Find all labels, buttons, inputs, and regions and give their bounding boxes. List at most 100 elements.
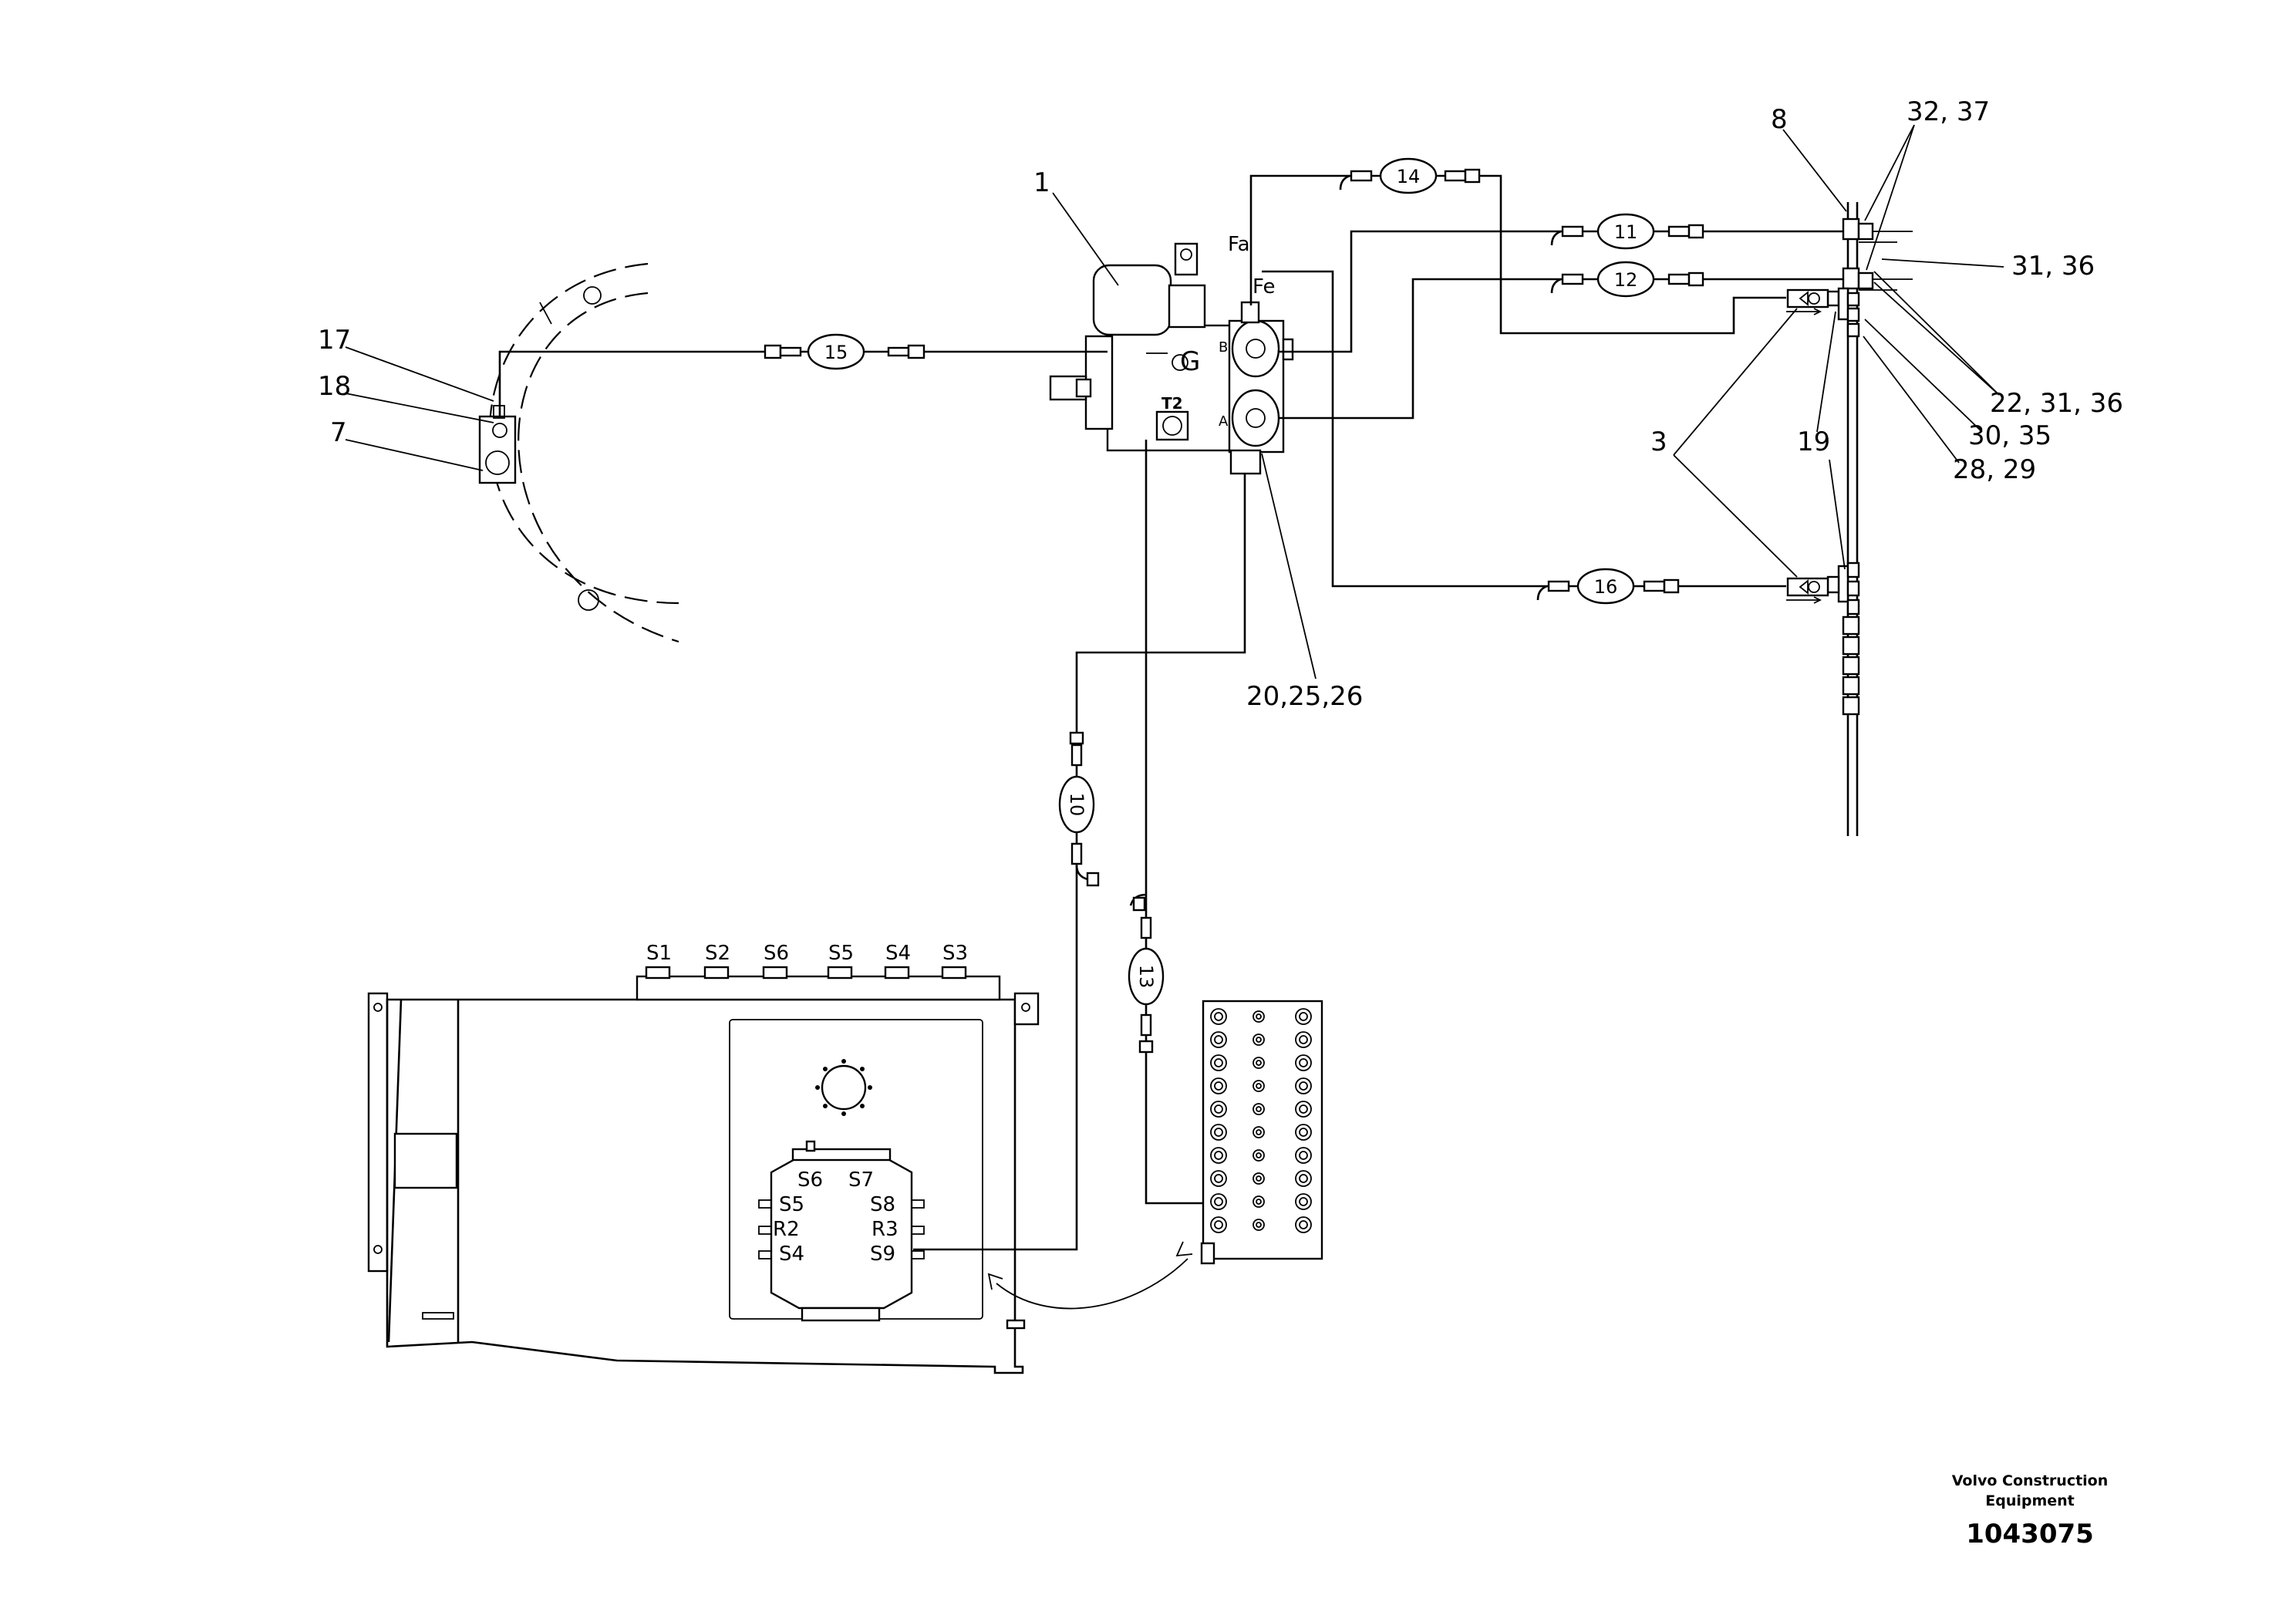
port-block-fitting <box>1210 1147 1227 1164</box>
port-block-fitting <box>1210 1216 1227 1233</box>
port-block-fitting-core <box>1256 1013 1262 1020</box>
hose-fittings <box>764 168 1704 1054</box>
port-block-fitting-core <box>1256 1222 1262 1228</box>
callout-7: 7 <box>330 417 347 448</box>
port-fa-label: Fa <box>1228 233 1250 256</box>
detail-arrow <box>987 1241 1193 1310</box>
port-block-fitting <box>1210 1054 1227 1071</box>
manifold-port-labels: S6 S7 S5 S8 R2 R3 S4 S9 <box>773 1168 899 1266</box>
port-block-fitting <box>1253 1103 1265 1115</box>
tank-top-ports <box>645 966 967 980</box>
port-block-fitting <box>1295 1124 1312 1141</box>
port-block-fitting-core <box>1299 1128 1308 1137</box>
port-block-fitting-core <box>1299 1035 1308 1044</box>
hose-15: 15 <box>807 333 865 370</box>
port-block-fitting <box>1210 1031 1227 1048</box>
port-block-fitting-core <box>1214 1035 1223 1044</box>
port-block-fitting-core <box>1214 1197 1223 1206</box>
tank-port-s2: S2 <box>705 942 730 965</box>
tank-port-s4: S4 <box>885 942 911 965</box>
manifold-port-s6: S6 <box>797 1168 823 1192</box>
port-block-fitting <box>1295 1170 1312 1187</box>
port-block-fitting-core <box>1214 1012 1223 1021</box>
port-g-label: G <box>1180 346 1200 377</box>
footer-company-line2: Equipment <box>1985 1492 2075 1509</box>
callout-1: 1 <box>1033 167 1050 198</box>
callout-17: 17 <box>318 325 351 356</box>
control-valve-1 <box>1049 242 1294 475</box>
callout-20-25-26: 20,25,26 <box>1246 681 1363 712</box>
callouts: 1 17 18 7 20,25,26 8 32, 37 31, 36 22, 3… <box>318 96 2123 712</box>
manifold-port-r3: R3 <box>872 1218 899 1241</box>
tank-port-s6: S6 <box>764 942 789 965</box>
port-block <box>1200 1000 1323 1265</box>
port-block-fitting <box>1210 1101 1227 1118</box>
port-block-fitting <box>1253 1172 1265 1185</box>
manifold-port-s5: S5 <box>779 1193 804 1216</box>
port-a-label: A <box>1219 413 1229 430</box>
port-block-fitting-core <box>1299 1220 1308 1229</box>
callout-18: 18 <box>318 371 351 402</box>
port-block-fitting-core <box>1256 1037 1262 1043</box>
port-t2-label: T2 <box>1161 394 1183 413</box>
port-b-label: B <box>1219 339 1228 356</box>
port-block-fitting <box>1253 1010 1265 1023</box>
tank-port-s5: S5 <box>828 942 854 965</box>
port-block-fitting-core <box>1299 1104 1308 1114</box>
callout-31-36: 31, 36 <box>2011 251 2095 282</box>
bulkhead-fittings-lower <box>1826 561 1860 716</box>
tank-port-labels: S1 S2 S6 S5 S4 S3 <box>646 942 968 965</box>
port-block-fitting <box>1253 1126 1265 1138</box>
port-block-fitting <box>1295 1054 1312 1071</box>
port-block-fitting-core <box>1256 1199 1262 1205</box>
callout-19: 19 <box>1797 427 1830 457</box>
port-block-fitting <box>1295 1031 1312 1048</box>
hose-10-number: 10 <box>1066 793 1087 817</box>
port-block-fitting-core <box>1214 1151 1223 1160</box>
boom-arc <box>488 262 679 643</box>
port-block-fitting <box>1253 1057 1265 1069</box>
port-block-fitting-core <box>1256 1060 1262 1066</box>
bulkhead-fittings-upper <box>1826 218 1913 338</box>
port-block-fitting <box>1210 1077 1227 1094</box>
footer-company-line1: Volvo Construction <box>1952 1472 2109 1489</box>
port-block-fitting-core <box>1299 1151 1308 1160</box>
port-block-fitting-core <box>1299 1197 1308 1206</box>
port-block-fitting <box>1295 1147 1312 1164</box>
check-valve-3-lower <box>1786 577 1829 604</box>
manifold-port-s4: S4 <box>779 1243 804 1266</box>
port-block-fitting <box>1295 1008 1312 1025</box>
leader-lines <box>345 124 2004 679</box>
port-block-fitting <box>1253 1034 1265 1046</box>
port-block-fitting-core <box>1299 1012 1308 1021</box>
callout-30-35: 30, 35 <box>1968 420 2052 451</box>
hose-12: 12 <box>1596 261 1655 298</box>
port-block-fitting <box>1253 1219 1265 1231</box>
port-block-fitting <box>1253 1080 1265 1092</box>
hydraulic-lines <box>498 174 1851 1251</box>
port-block-fitting-core <box>1214 1104 1223 1114</box>
callout-3: 3 <box>1650 427 1667 457</box>
manifold-port-s9: S9 <box>870 1243 895 1266</box>
port-block-fitting-core <box>1256 1083 1262 1089</box>
port-block-fitting <box>1210 1193 1227 1210</box>
port-block-fitting-core <box>1214 1220 1223 1229</box>
callout-22-31-36: 22, 31, 36 <box>1990 388 2123 419</box>
tank-port-s1: S1 <box>646 942 672 965</box>
port-block-fitting <box>1210 1124 1227 1141</box>
tank-port-s3: S3 <box>942 942 968 965</box>
port-block-fitting <box>1210 1170 1227 1187</box>
port-block-fitting-core <box>1214 1128 1223 1137</box>
hose-13: 13 <box>1128 947 1165 1006</box>
check-valve-3-upper <box>1786 288 1829 315</box>
hose-14-number: 14 <box>1397 166 1421 187</box>
hose-11: 11 <box>1596 213 1655 250</box>
port-block-fitting <box>1295 1216 1312 1233</box>
drawing-number: 1043075 <box>1966 1519 2094 1549</box>
hose-11-number: 11 <box>1614 221 1638 243</box>
hose-15-number: 15 <box>824 342 848 363</box>
port-block-fitting-core <box>1214 1058 1223 1067</box>
port-block-fitting <box>1295 1193 1312 1210</box>
callout-8: 8 <box>1771 104 1788 135</box>
